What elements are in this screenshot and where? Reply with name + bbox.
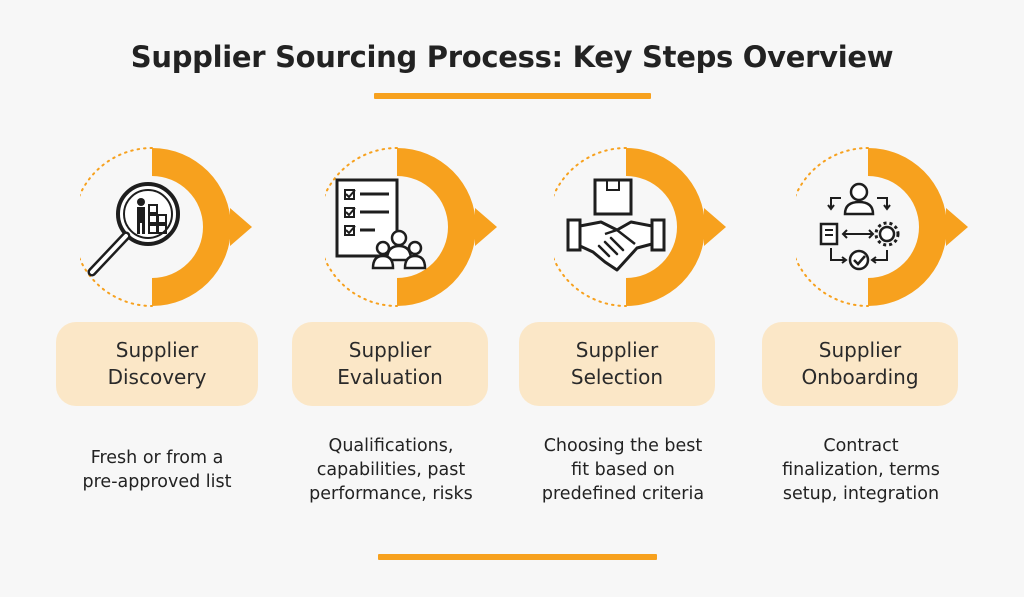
desc-line: predefined criteria: [541, 484, 705, 504]
desc-line: finalization, terms: [782, 460, 940, 480]
step-ring: [325, 147, 497, 307]
label-line: Supplier: [575, 338, 659, 362]
label-line: Onboarding: [801, 365, 919, 389]
desc-line: Contract: [823, 436, 899, 456]
label-line: Discovery: [107, 365, 207, 389]
step-description: Qualifications, capabilities, past perfo…: [286, 434, 496, 506]
page-title: Supplier Sourcing Process: Key Steps Ove…: [130, 40, 894, 74]
desc-line: Fresh or from a: [90, 448, 224, 468]
step-ring: [80, 147, 252, 307]
step-description: Contract finalization, terms setup, inte…: [763, 434, 959, 506]
label-line: Supplier: [115, 338, 199, 362]
step-label: Supplier Discovery: [56, 322, 258, 406]
onboarding-flow-icon: [819, 182, 900, 271]
title-underline: [374, 93, 651, 99]
step-description: Choosing the best fit based on predefine…: [518, 434, 728, 506]
checklist-team-icon: [335, 178, 427, 270]
handshake-box-icon: [566, 178, 666, 272]
desc-line: capabilities, past: [316, 460, 466, 480]
label-line: Evaluation: [337, 365, 443, 389]
magnifier-supplier-icon: [87, 182, 180, 277]
desc-line: setup, integration: [782, 484, 940, 504]
step-label: Supplier Evaluation: [292, 322, 488, 406]
step-ring: [554, 147, 726, 307]
step-ring: [796, 147, 968, 307]
desc-line: fit based on: [571, 460, 675, 480]
bottom-divider: [378, 554, 657, 560]
label-line: Selection: [570, 365, 664, 389]
step-label: Supplier Onboarding: [762, 322, 958, 406]
desc-line: Qualifications,: [328, 436, 454, 456]
desc-line: performance, risks: [309, 484, 473, 504]
step-label: Supplier Selection: [519, 322, 715, 406]
desc-line: Choosing the best: [543, 436, 703, 456]
label-line: Supplier: [818, 338, 902, 362]
desc-line: pre-approved list: [82, 472, 232, 492]
label-line: Supplier: [348, 338, 432, 362]
step-description: Fresh or from a pre-approved list: [52, 446, 262, 494]
